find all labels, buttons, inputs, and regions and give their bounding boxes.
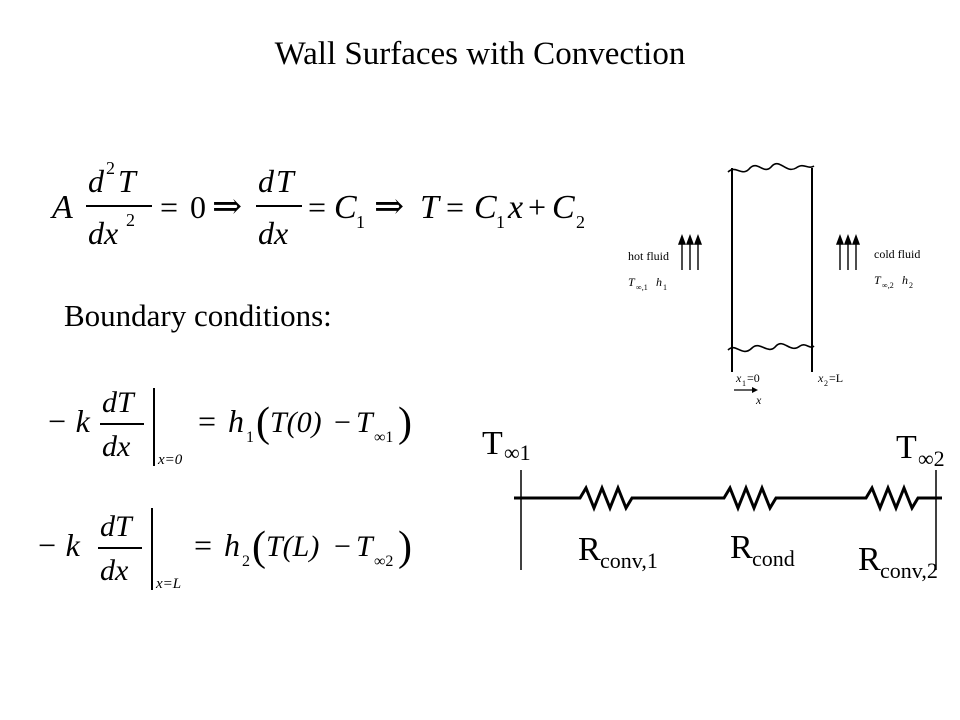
circuit-wire xyxy=(514,483,942,513)
hot-T-sub: ∞,1 xyxy=(636,283,648,292)
cold-h: h xyxy=(902,273,908,287)
circuit-R2-sub: cond xyxy=(752,546,795,571)
x-axis-label: x xyxy=(755,393,762,407)
eq-x: x xyxy=(507,189,523,226)
x-axis-arrowhead xyxy=(752,387,758,393)
x2-sub: 2 xyxy=(824,379,828,388)
x1-sub: 1 xyxy=(742,379,746,388)
circuit-R1-sub: conv,1 xyxy=(600,548,658,573)
cold-T: T xyxy=(874,273,882,287)
bc1-h-sub: 1 xyxy=(246,429,254,446)
bc2-dT: dT xyxy=(100,510,134,543)
bc2-minus-k: − k xyxy=(36,527,81,563)
governing-equation: A d 2 T dx 2 = 0 ⇒ d T dx = C 1 ⇒ T = C … xyxy=(50,158,585,251)
eq-implies-2: ⇒ xyxy=(374,186,404,226)
bc2-dx: dx xyxy=(100,554,129,587)
circuit-R2: R xyxy=(730,529,753,566)
eq-C1: C xyxy=(334,189,357,226)
eq-exp-2b: 2 xyxy=(126,210,135,230)
boundary-conditions-label: Boundary conditions: xyxy=(64,298,332,333)
circuit-T2-sub: ∞2 xyxy=(918,446,945,471)
bc1-paren-open: ( xyxy=(256,400,270,446)
bc1-equals: = xyxy=(198,403,216,439)
bc2-at: x=L xyxy=(155,576,181,592)
eq-A: A xyxy=(50,189,73,226)
eq-dT: d xyxy=(258,163,275,199)
circuit-R3-sub: conv,2 xyxy=(880,558,938,583)
circuit-R3: R xyxy=(858,541,881,578)
circuit-T1: T xyxy=(482,425,503,462)
boundary-condition-2: − k dT dx x=L = h 2 ( T(L) − T ∞2 ) xyxy=(36,508,412,592)
bc1-at: x=0 xyxy=(157,452,183,468)
hot-h-sub: 1 xyxy=(663,283,667,292)
eq-C1-sub: 1 xyxy=(356,212,365,232)
wall-top-edge xyxy=(727,162,815,173)
bc1-paren-close: ) xyxy=(398,400,412,446)
eq-d: d xyxy=(88,163,105,199)
bc1-dT: dT xyxy=(102,386,136,419)
wall-bottom-edge xyxy=(727,342,815,353)
eq-T2: T xyxy=(276,163,296,199)
eq-dx-2: dx xyxy=(258,215,288,251)
eq-T3: T xyxy=(420,189,441,226)
circuit-T1-sub: ∞1 xyxy=(504,440,531,465)
bc1-dx: dx xyxy=(102,430,131,463)
eq-plus: + xyxy=(528,189,546,225)
thermal-circuit: T ∞1 T ∞2 R conv,1 R cond R conv,2 xyxy=(482,425,945,583)
eq-implies-1: ⇒ xyxy=(212,186,242,226)
bc1-h: h xyxy=(228,403,244,439)
bc2-Tinf: T xyxy=(356,530,375,563)
x1-val: =0 xyxy=(747,371,760,385)
bc1-T0: T(0) xyxy=(270,406,322,439)
x2-label: x xyxy=(817,371,824,385)
slide-title: Wall Surfaces with Convection xyxy=(274,36,686,72)
bc2-TL: T(L) xyxy=(266,530,319,563)
eq-T: T xyxy=(118,163,138,199)
x1-label: x xyxy=(735,371,742,385)
circuit-T2: T xyxy=(896,429,917,466)
hot-h: h xyxy=(656,275,662,289)
cold-h-sub: 2 xyxy=(909,281,913,290)
bc1-minus-k: − k xyxy=(46,403,91,439)
eq-C2: C xyxy=(552,189,575,226)
eq-dx: dx xyxy=(88,215,118,251)
bc1-minus: − xyxy=(334,406,351,439)
bc2-paren-close: ) xyxy=(398,524,412,570)
eq-C2-sub: 2 xyxy=(576,212,585,232)
cold-fluid-label: cold fluid xyxy=(874,247,920,261)
hot-fluid-arrows xyxy=(677,234,703,270)
hot-T: T xyxy=(628,275,636,289)
eq-equals-2: = xyxy=(308,189,326,225)
x2-val: =L xyxy=(829,371,843,385)
bc2-h: h xyxy=(224,527,240,563)
boundary-condition-1: − k dT dx x=0 = h 1 ( T(0) − T ∞1 ) xyxy=(46,386,412,468)
bc1-Tinf-sub: ∞1 xyxy=(374,429,393,446)
cold-fluid-arrows xyxy=(835,234,861,270)
eq-equals-3: = xyxy=(446,189,464,225)
eq-C1b: C xyxy=(474,189,497,226)
bc2-h-sub: 2 xyxy=(242,553,250,570)
eq-zero: 0 xyxy=(190,189,206,225)
cold-T-sub: ∞,2 xyxy=(882,281,894,290)
bc1-Tinf: T xyxy=(356,406,375,439)
eq-equals-1: = xyxy=(160,189,178,225)
wall-diagram: hot fluid T ∞,1 h 1 cold fluid T ∞,2 h 2… xyxy=(628,162,920,407)
bc2-Tinf-sub: ∞2 xyxy=(374,553,393,570)
hot-fluid-label: hot fluid xyxy=(628,249,669,263)
bc2-minus: − xyxy=(334,530,351,563)
bc2-paren-open: ( xyxy=(252,524,266,570)
eq-exp-2: 2 xyxy=(106,158,115,178)
bc2-equals: = xyxy=(194,527,212,563)
eq-C1b-sub: 1 xyxy=(496,212,505,232)
circuit-R1: R xyxy=(578,531,601,568)
